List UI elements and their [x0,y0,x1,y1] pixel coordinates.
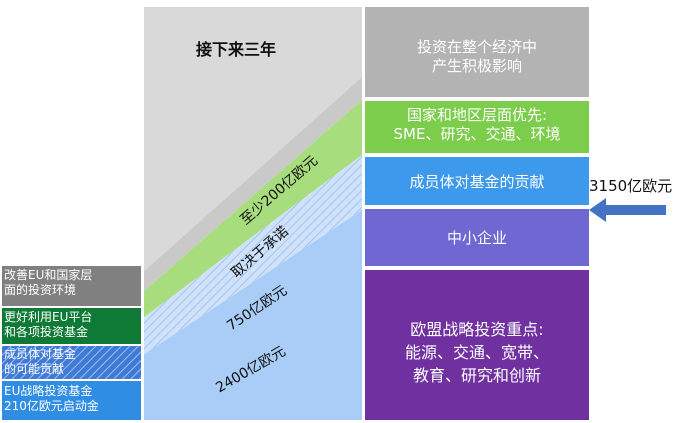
timeframe-label: 接下来三年 [196,40,277,59]
left-label-member-contribution: 成员体对基金 的可能贡献 [4,347,77,376]
band-green [143,100,362,318]
right-label-member-contribution: 成员体对基金的贡献 [409,173,545,191]
left-box-investment-environment [2,266,141,306]
left-label-efsi-seed: EU战略投资基金 210亿欧元启动金 [4,384,99,413]
right-label-national-priorities: 国家和地区层面优先: SME、研究、交通、环境 [393,106,561,143]
right-box-eu-strategic-priorities [365,270,589,420]
right-label-smes: 中小企业 [446,229,507,247]
left-box-member-contribution [2,346,141,379]
left-box-efsi-seed [2,381,141,420]
left-label-investment-environment: 改善EU和国家层 面的投资环境 [4,268,93,297]
arrow-label-315bn: 3150亿欧元 [589,177,673,195]
arrow-left-icon [589,198,666,222]
left-box-eu-platforms [2,308,141,344]
right-box-economy-impact [365,7,589,97]
right-label-economy-impact: 投资在整个经济中 产生积极影响 [416,38,537,75]
band-hatched [143,155,362,355]
right-label-eu-strategic-priorities: 欧盟战略投资重点: 能源、交通、宽带、 教育、研究和创新 [404,320,549,386]
right-box-national-priorities [365,101,589,153]
right-box-smes [365,209,589,266]
band-grey [143,77,362,292]
timeframe-area [143,7,362,272]
right-box-member-contribution [365,157,589,205]
left-label-eu-platforms: 更好利用EU平台 和各项投资基金 [4,310,93,339]
band-blue [143,210,362,420]
